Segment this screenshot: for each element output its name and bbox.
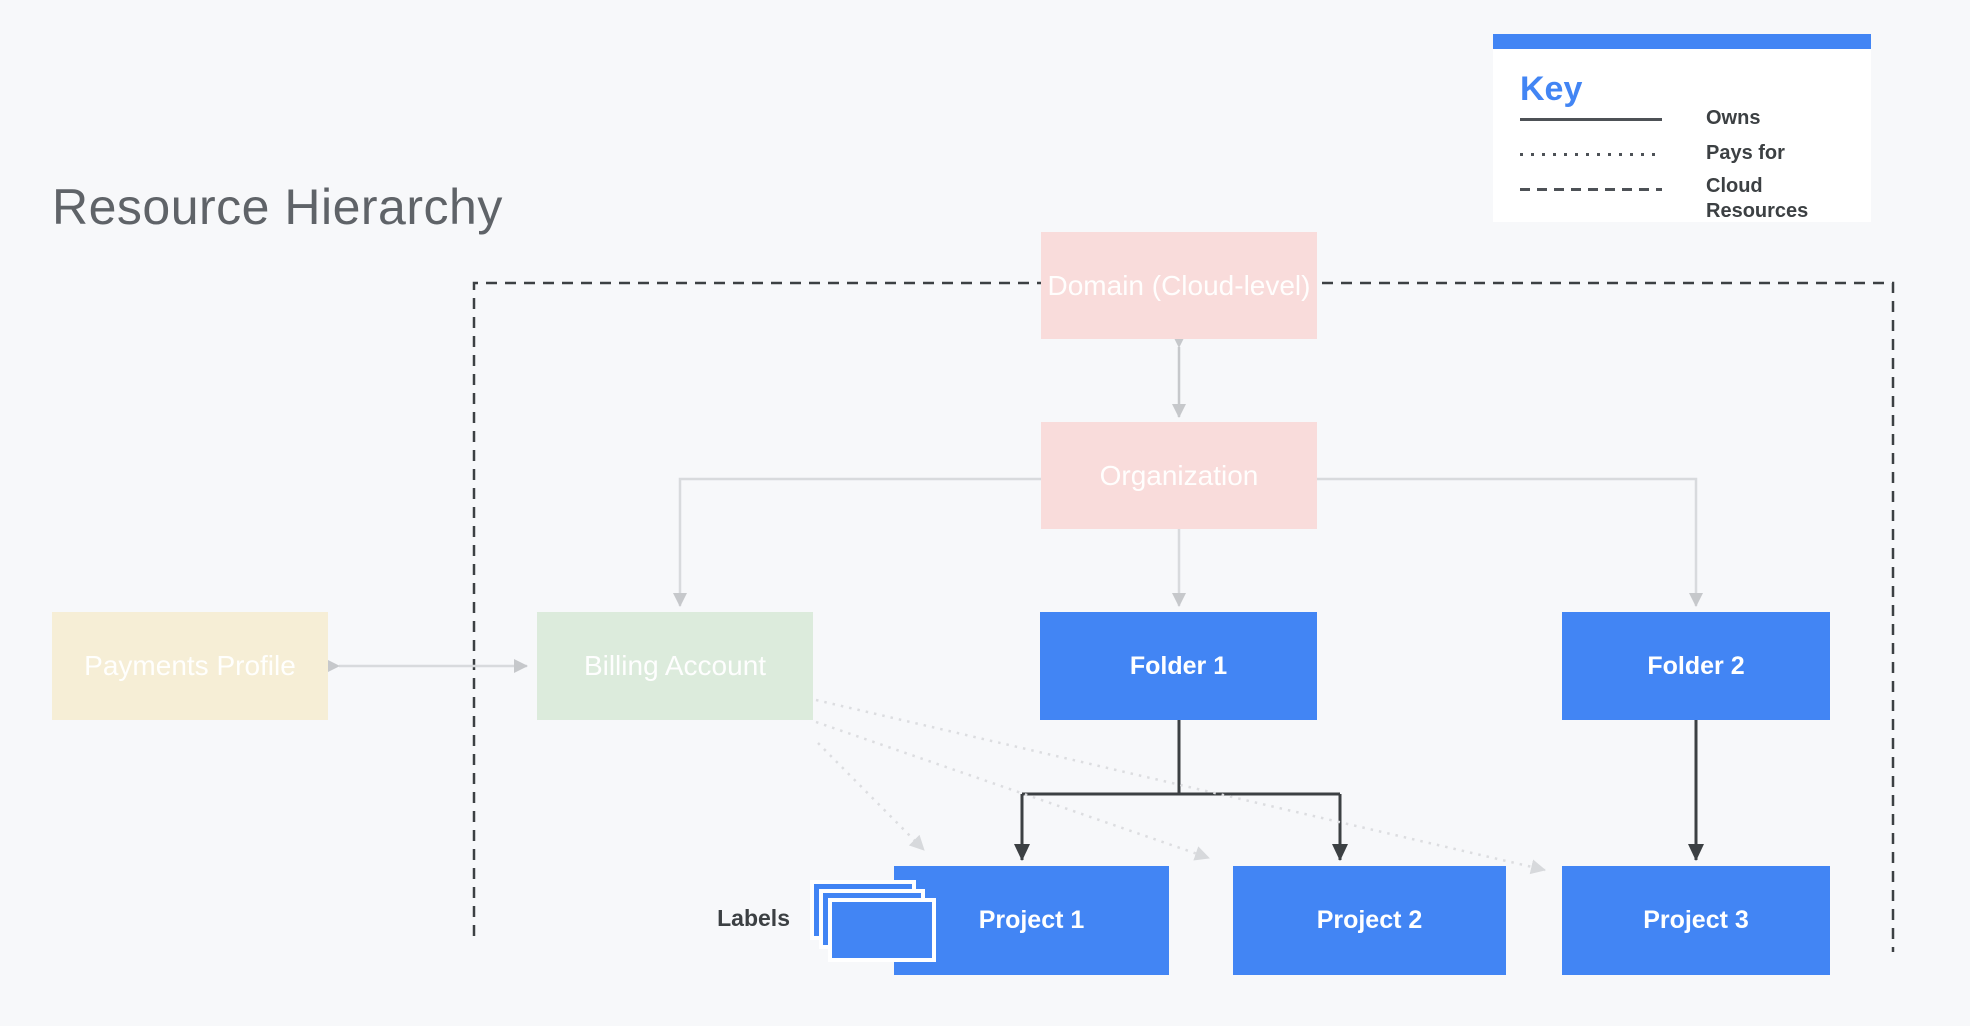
legend-label-owns: Owns (1706, 107, 1761, 129)
labels-caption: Labels (717, 905, 790, 931)
cloud-resources-boundary (472, 281, 1895, 952)
node-project-2: Project 2 (1233, 866, 1506, 975)
page-title: Resource Hierarchy (52, 179, 503, 235)
node-payments-profile: Payments Profile (52, 612, 328, 720)
node-folder-2: Folder 2 (1562, 612, 1830, 720)
billing-pays-project1 (817, 742, 925, 851)
legend-top-bar (1493, 34, 1871, 49)
node-folder-1: Folder 1 (1040, 612, 1317, 720)
org-owns-billing (673, 477, 1041, 607)
legend-dotted-line-sample (1520, 153, 1662, 156)
legend-label-pays-for: Pays for (1706, 142, 1785, 164)
legend: Key Owns Pays for Cloud Resources (1493, 34, 1871, 222)
labels-stack-icon (828, 898, 936, 962)
billing-pays-project3 (815, 698, 1546, 875)
node-organization: Organization (1041, 422, 1317, 529)
legend-solid-line-sample (1520, 118, 1662, 121)
node-domain: Domain (Cloud-level) (1041, 232, 1317, 339)
legend-dashed-line-sample (1520, 188, 1662, 191)
org-owns-folder2 (1317, 477, 1703, 607)
billing-pays-project2 (815, 720, 1210, 861)
legend-title: Key (1520, 70, 1583, 108)
node-project-3: Project 3 (1562, 866, 1830, 975)
node-project-1: Project 1 (894, 866, 1169, 975)
folder1-branch (1022, 720, 1340, 796)
node-billing-account: Billing Account (537, 612, 813, 720)
legend-label-cloud-resources: Cloud Resources (1706, 175, 1809, 222)
